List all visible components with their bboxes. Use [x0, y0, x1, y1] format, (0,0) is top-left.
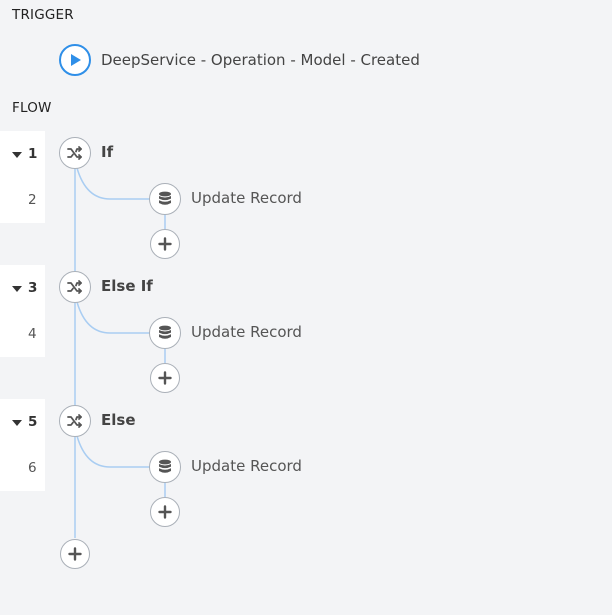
action-label-update-record[interactable]: Update Record: [191, 189, 302, 207]
branch-label-else-if[interactable]: Else If: [101, 277, 153, 295]
branch-label-else[interactable]: Else: [101, 411, 136, 429]
line-number-1[interactable]: 1: [0, 144, 45, 164]
line-number-4: 4: [28, 326, 37, 342]
gutter-block-1: 1 2: [0, 131, 45, 223]
branch-label-if[interactable]: If: [101, 143, 114, 161]
database-icon[interactable]: [149, 317, 181, 349]
line-number-5[interactable]: 5: [0, 412, 45, 432]
action-label-update-record[interactable]: Update Record: [191, 457, 302, 475]
shuffle-icon[interactable]: [59, 271, 91, 303]
line-number-3[interactable]: 3: [0, 278, 45, 298]
trigger-row[interactable]: DeepService - Operation - Model - Create…: [59, 44, 420, 76]
gutter-block-3: 3 4: [0, 265, 45, 357]
action-label-update-record[interactable]: Update Record: [191, 323, 302, 341]
line-number-6: 6: [28, 460, 37, 476]
plus-icon[interactable]: [150, 363, 180, 393]
play-icon[interactable]: [59, 44, 91, 76]
plus-icon[interactable]: [150, 229, 180, 259]
add-step-plus-icon[interactable]: [60, 539, 90, 569]
flow-section-label: FLOW: [12, 100, 52, 116]
shuffle-icon[interactable]: [59, 405, 91, 437]
shuffle-icon[interactable]: [59, 137, 91, 169]
database-icon[interactable]: [149, 183, 181, 215]
gutter-block-5: 5 6: [0, 399, 45, 491]
line-number-2: 2: [28, 192, 37, 208]
plus-icon[interactable]: [150, 497, 180, 527]
trigger-label: DeepService - Operation - Model - Create…: [101, 51, 420, 69]
collapse-caret-icon[interactable]: [12, 152, 22, 158]
collapse-caret-icon[interactable]: [12, 286, 22, 292]
collapse-caret-icon[interactable]: [12, 420, 22, 426]
trigger-section-label: TRIGGER: [12, 7, 74, 23]
database-icon[interactable]: [149, 451, 181, 483]
